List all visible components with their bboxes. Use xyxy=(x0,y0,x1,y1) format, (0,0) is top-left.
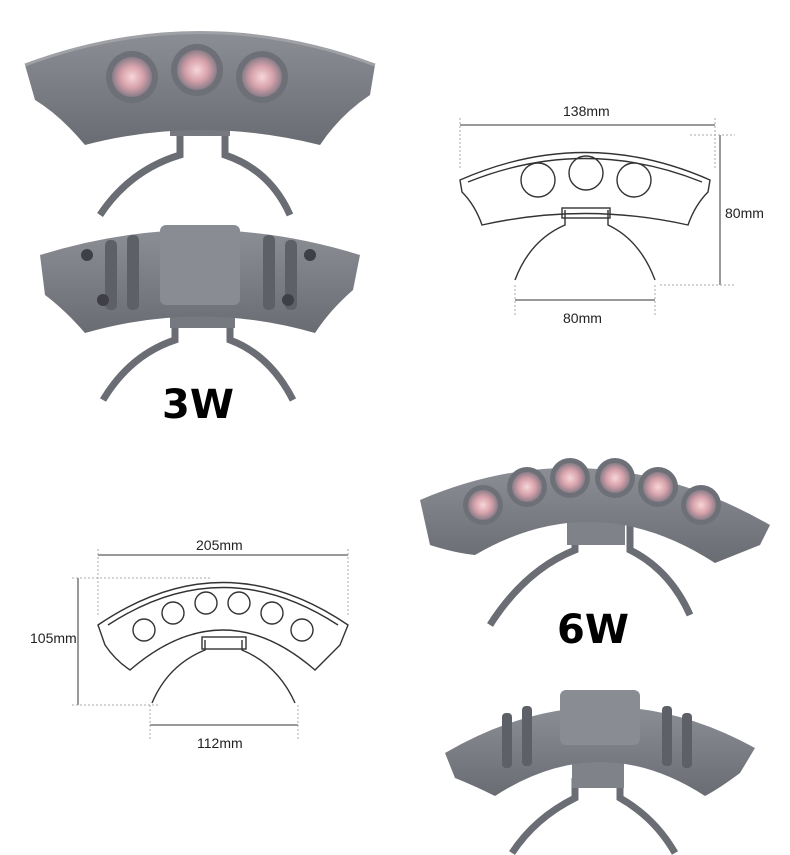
photo-6w-front xyxy=(420,458,770,627)
bracket-dim-3w: 80mm xyxy=(563,310,602,326)
height-dim-3w: 80mm xyxy=(725,205,764,221)
bracket-dim-6w: 112mm xyxy=(197,735,243,751)
photo-6w-back xyxy=(445,690,755,855)
drawing-3w xyxy=(459,118,735,315)
drawing-6w xyxy=(72,549,349,740)
power-label-3w: 3W xyxy=(162,382,234,428)
power-label-6w: 6W xyxy=(557,607,629,653)
width-dim-3w: 138mm xyxy=(563,103,610,119)
photo-3w-front xyxy=(24,31,376,217)
photo-3w-back xyxy=(40,225,360,402)
height-dim-6w: 105mm xyxy=(30,630,77,646)
width-dim-6w: 205mm xyxy=(196,537,243,553)
